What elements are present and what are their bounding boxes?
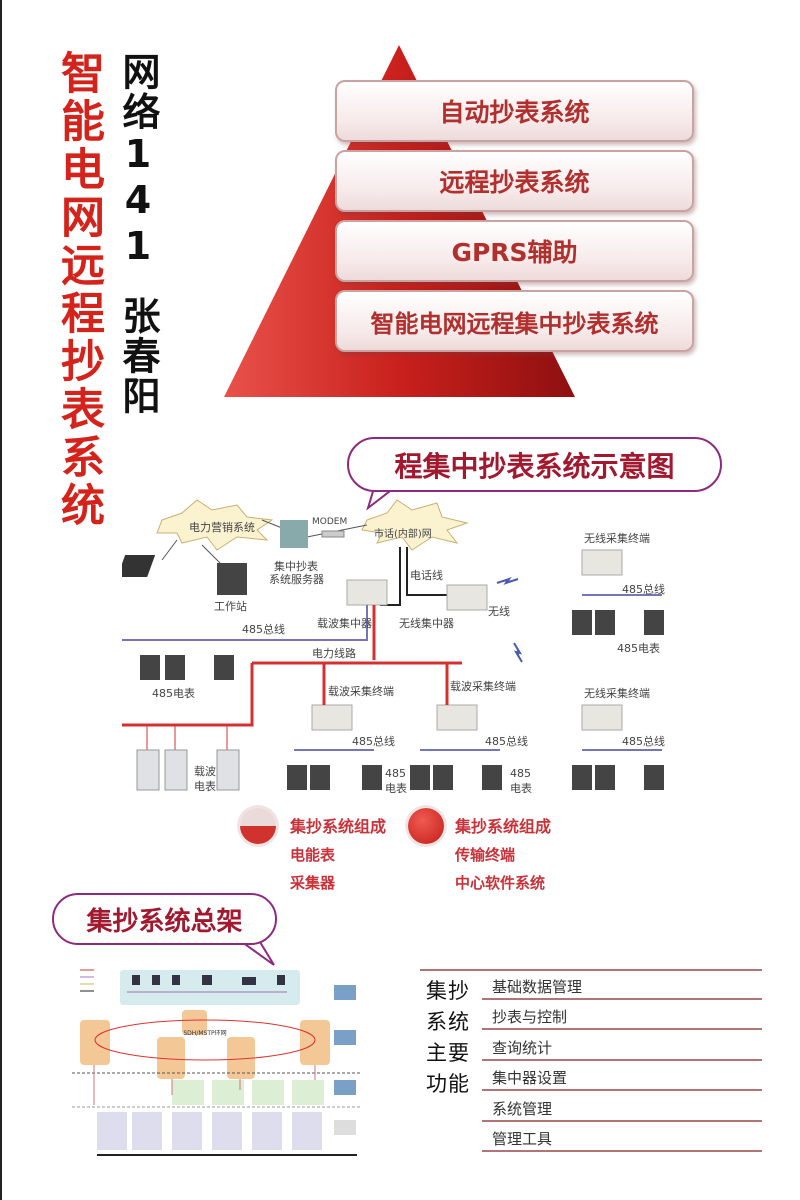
- label: 电力营销系统: [189, 521, 255, 534]
- label: 485总线: [242, 623, 285, 636]
- function-item: 抄表与控制: [482, 1000, 762, 1030]
- server-icon: [280, 520, 308, 548]
- label: 无线: [488, 605, 510, 618]
- function-item: 查询统计: [482, 1031, 762, 1061]
- functions-top-rule: [420, 969, 762, 971]
- pyramid-level-3: GPRS辅助: [335, 220, 694, 282]
- composition-title: 集抄系统组成: [290, 817, 387, 836]
- function-item: 系统管理: [482, 1092, 762, 1122]
- author-class: 网络141: [116, 52, 160, 270]
- label: 电话线: [410, 569, 443, 582]
- label: MODEM: [312, 517, 348, 527]
- label: 系统服务器: [269, 573, 324, 586]
- functions-heading: 集抄系统主要功能: [426, 979, 470, 1096]
- pyramid-level-2: 远程抄表系统: [335, 150, 694, 212]
- label: 无线采集终端: [584, 532, 650, 545]
- modem-icon: [321, 530, 345, 538]
- composition-item: 传输终端: [455, 846, 516, 864]
- author-block: 网络141 张春阳: [116, 52, 160, 416]
- label: 工作站: [214, 600, 247, 613]
- composition-right: 集抄系统组成 传输终端 中心软件系统: [455, 813, 551, 897]
- composition-item: 中心软件系统: [455, 874, 546, 892]
- pyramid-level-1: 自动抄表系统: [335, 80, 694, 142]
- label: 电表: [385, 782, 407, 795]
- label: 无线采集终端: [584, 687, 650, 700]
- meter-reading-network-diagram: [122, 499, 664, 791]
- architecture-callout: 集抄系统总架: [52, 893, 277, 945]
- poster-title: 智能电网远程抄表系统: [53, 50, 104, 530]
- label: 485: [385, 767, 406, 780]
- pyramid-level-4: 智能电网远程集中抄表系统: [335, 290, 694, 352]
- function-item: 基础数据管理: [482, 970, 762, 1000]
- author-name: 张春阳: [116, 296, 160, 416]
- label: 485: [510, 767, 531, 780]
- composition-left: 集抄系统组成 电能表 采集器: [290, 813, 386, 897]
- laptop-icon: [122, 555, 156, 577]
- workstation-icon: [217, 563, 247, 595]
- ring-label: SDH/MSTP环网: [183, 1030, 226, 1037]
- composition-item: 采集器: [290, 874, 336, 892]
- label: 485总线: [622, 735, 665, 748]
- half-circle-bullet-icon: [240, 808, 276, 844]
- function-item: 集中器设置: [482, 1061, 762, 1091]
- function-item: 管理工具: [482, 1122, 762, 1152]
- wireless-concentrator-icon: [446, 584, 488, 611]
- composition-item: 电能表: [290, 846, 336, 864]
- label: 集中抄表: [274, 560, 318, 573]
- label: 485总线: [485, 735, 528, 748]
- label: 无线集中器: [399, 617, 454, 630]
- label: 485电表: [617, 642, 660, 655]
- label: 485总线: [622, 583, 665, 596]
- diagram-callout: 程集中抄表系统示意图: [347, 437, 722, 492]
- architecture-diagram: SDH/MSTP环网: [72, 969, 362, 1156]
- label: 485总线: [352, 735, 395, 748]
- label: 485电表: [152, 687, 195, 700]
- label: 载波采集终端: [450, 680, 516, 693]
- label: 电表: [510, 782, 532, 795]
- label: 电表: [194, 780, 216, 793]
- label: 市话(内部)网: [374, 529, 432, 540]
- composition-title: 集抄系统组成: [455, 817, 552, 836]
- label: 载波集中器: [317, 617, 372, 630]
- circle-bullet-icon: [408, 808, 444, 844]
- label: 载波: [194, 765, 216, 778]
- label: 载波采集终端: [328, 685, 394, 698]
- diagram-labels: 电力营销系统 MODEM 市话(内部)网 集中抄表 系统服务器 工作站 电话线 …: [122, 495, 682, 795]
- label: 电力线路: [312, 647, 356, 660]
